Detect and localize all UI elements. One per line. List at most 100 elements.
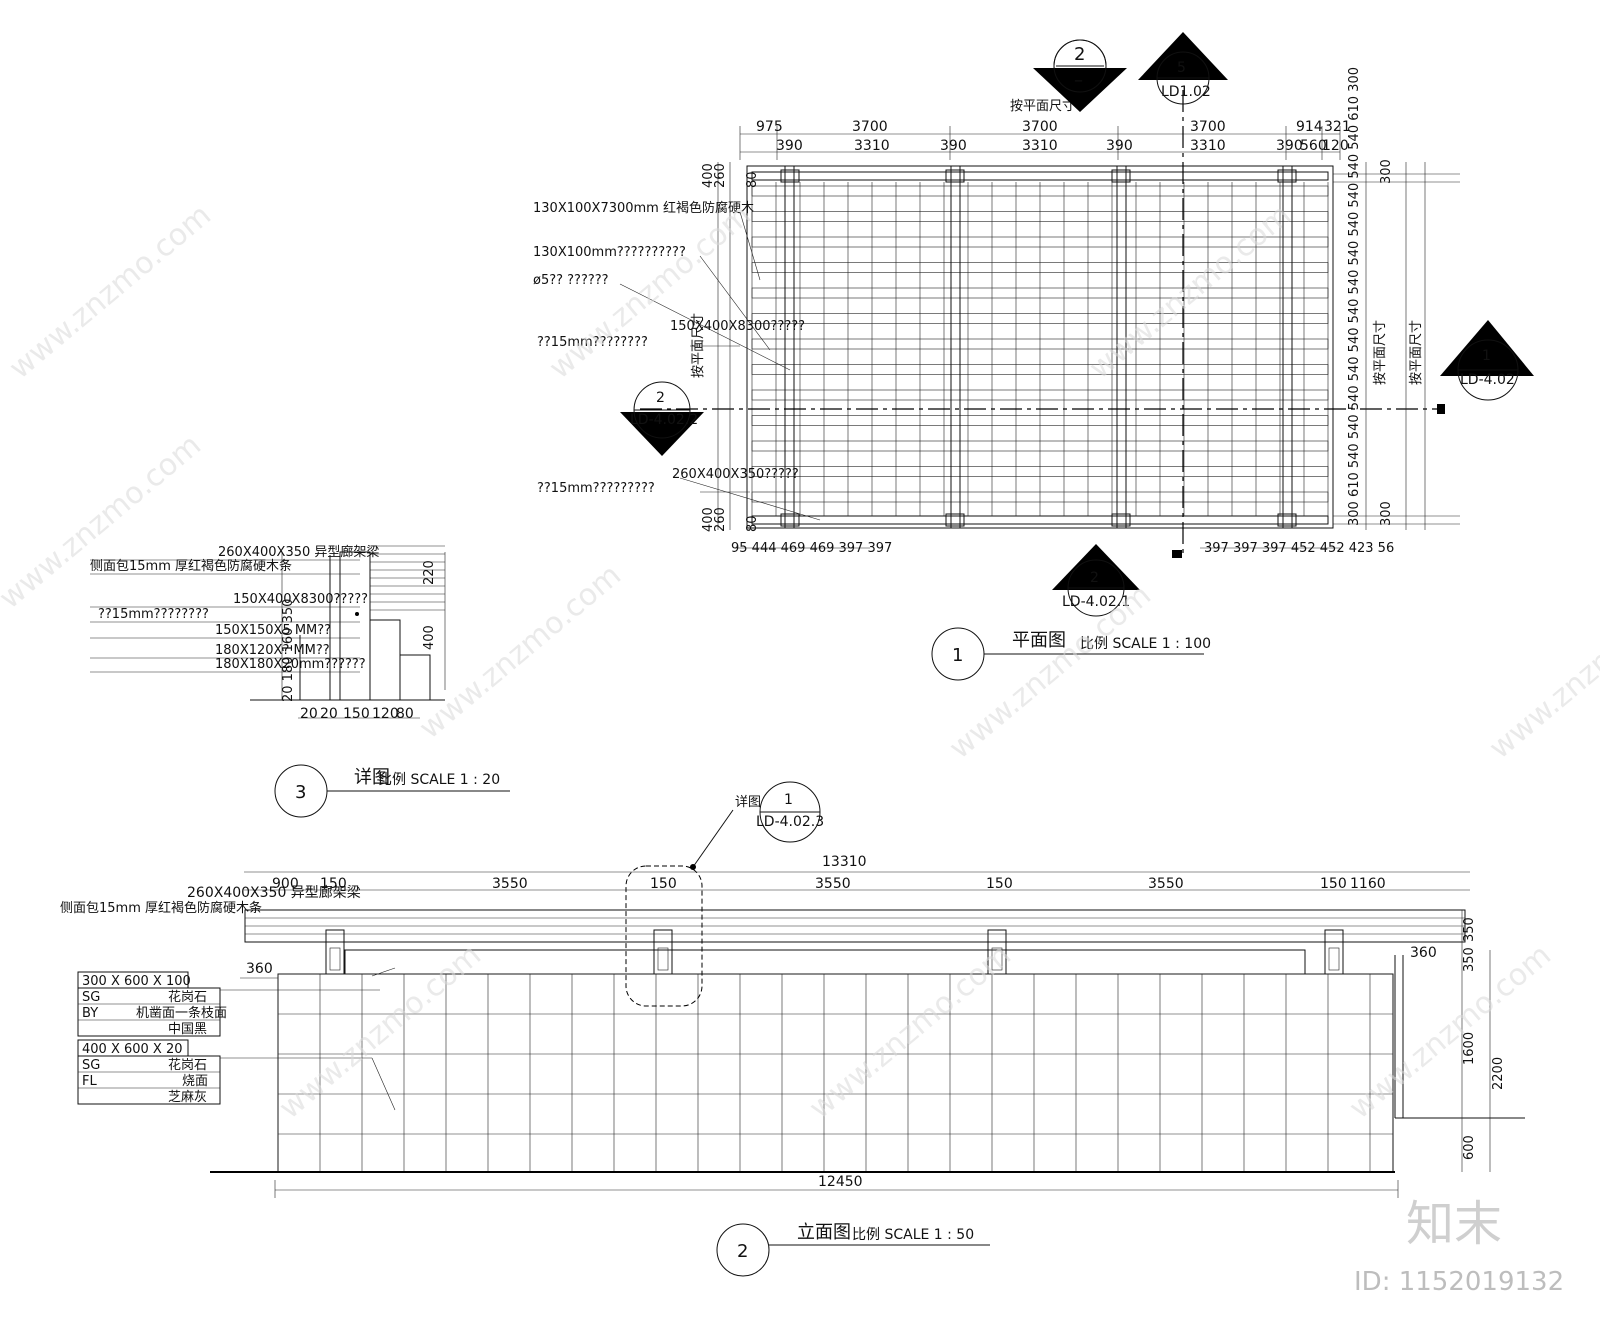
watermark-id: ID: 1152019132 <box>1354 1267 1564 1297</box>
plan-beam-1 <box>784 165 795 529</box>
elevation-total-top: 13310 <box>822 854 867 870</box>
plan-material-label: 130X100X7300mm 红褐色防腐硬木 <box>533 200 754 216</box>
elevation-top-dim: 150 <box>320 876 347 892</box>
elevation-title-block: 2 立面图 比例 SCALE 1 : 50 <box>716 1222 990 1277</box>
watermark-brand: 知末 <box>1406 1196 1502 1252</box>
detail-label: 150X150X5 MM?? <box>215 623 331 638</box>
plan-number: 1 <box>952 645 963 666</box>
plan-right-end-dim-bottom: 300 <box>1379 501 1394 526</box>
detail-label: ??15mm???????? <box>98 607 209 622</box>
svg-text:www.znzmo.com: www.znzmo.com <box>1343 938 1558 1127</box>
detail-label: 180X120X? MM?? <box>215 643 330 658</box>
plan-top-dim: 3700 <box>1190 119 1226 135</box>
elevation-beam-label: 260X400X350 异型廊架梁 <box>187 884 361 901</box>
plan-top-dim: 3310 <box>1190 138 1226 154</box>
detail-scale: 比例 SCALE 1 : 20 <box>378 772 500 788</box>
svg-text:LD-4.02.3: LD-4.02.3 <box>756 814 824 830</box>
plan-top-dim: 975 <box>756 119 783 135</box>
plan-right-note-1: 按平面尺寸 <box>1373 320 1388 385</box>
plan-top-dim: 390 <box>1106 138 1133 154</box>
plan-top-dim: 560 <box>1300 138 1327 154</box>
plan-callout-top-a[interactable]: 2 – <box>1033 39 1127 112</box>
elevation-right-dim-3: 360 <box>1410 945 1437 961</box>
plan-top-beam <box>751 171 1329 181</box>
elevation-top-dim: 3550 <box>815 876 851 892</box>
detail-bottom-dim: 120 <box>372 706 399 722</box>
elevation-top-dim: 150 <box>650 876 677 892</box>
elevation-top-dim: 150 <box>1320 876 1347 892</box>
plan-callout-top-b[interactable]: 5 LD1.02 <box>1138 32 1228 105</box>
elevation-scale: 比例 SCALE 1 : 50 <box>852 1227 974 1243</box>
svg-text:LD-4.02.2: LD-4.02.2 <box>630 412 698 428</box>
svg-text:–: – <box>1074 70 1083 91</box>
plan-beam-3 <box>1116 165 1127 529</box>
detail-title: 详图 <box>354 767 390 788</box>
elevation-right-dim-4: 1600 <box>1462 1032 1477 1065</box>
plan-right-end-dim-top: 300 <box>1379 159 1394 184</box>
svg-text:LD-4.02: LD-4.02 <box>1460 372 1515 388</box>
plan-left-dim: 400 <box>701 163 716 188</box>
material-table-2: 400 X 600 X 20 SG 花岗石 FL 烧面 芝麻灰 <box>77 1039 396 1111</box>
elevation-callout[interactable]: 详图 1 LD-4.02.3 <box>735 781 824 843</box>
plan-material-label: 130X100mm?????????? <box>533 245 686 260</box>
plan-grid <box>751 182 1329 516</box>
elevation-top-dim: 3550 <box>1148 876 1184 892</box>
plan-beam-2 <box>950 165 961 529</box>
elevation-number: 2 <box>737 1241 748 1262</box>
plan-bottom-beam <box>751 515 1329 525</box>
plan-top-dim: 3310 <box>1022 138 1058 154</box>
plan-material-label: ??15mm???????? <box>537 335 648 350</box>
elevation-top-dim: 3550 <box>492 876 528 892</box>
elevation-side-label: 侧面包15mm 厚红褐色防腐硬木条 <box>60 900 262 916</box>
detail-label: 侧面包15mm 厚红褐色防腐硬木条 <box>90 558 292 574</box>
svg-text:LD-4.02.1: LD-4.02.1 <box>1062 594 1130 610</box>
plan-top-dim: 3700 <box>1022 119 1058 135</box>
svg-text:300 X 600 X 100: 300 X 600 X 100 <box>82 974 191 989</box>
svg-text:机凿面一条枝面: 机凿面一条枝面 <box>136 1005 227 1021</box>
plan-callout-bottom[interactable]: 2 LD-4.02.1 <box>1052 544 1140 617</box>
detail-slats <box>370 545 445 611</box>
svg-text:www.znzmo.com: www.znzmo.com <box>803 938 1018 1127</box>
svg-text:详图: 详图 <box>735 795 761 810</box>
svg-text:www.znzmo.com: www.znzmo.com <box>1483 578 1600 767</box>
plan-title-block: 1 平面图 比例 SCALE 1 : 100 <box>931 627 1211 681</box>
elevation-title: 立面图 <box>797 1222 851 1243</box>
plan-callout-right[interactable]: 1 LD-4.02 <box>1440 320 1534 401</box>
plan-top-note: 按平面尺寸 <box>1010 99 1075 114</box>
plan-right-dims: 300 610 540 540 540 540 540 540 540 540 … <box>1347 67 1362 526</box>
plan-left-side-note: 按平面尺寸 <box>691 313 706 378</box>
svg-text:FL: FL <box>82 1074 97 1089</box>
elevation-right-dim-1: 350 <box>1462 917 1477 942</box>
plan-left-dim: 260 <box>713 163 728 188</box>
plan-callout-left[interactable]: 2 LD-4.02.2 <box>620 381 704 456</box>
svg-text:www.znzmo.com: www.znzmo.com <box>273 938 488 1127</box>
elevation-top-dim: 900 <box>272 876 299 892</box>
detail-dims-left: 20 180 160 350 <box>281 599 296 702</box>
detail-bottom-dim: 20 <box>300 706 318 722</box>
svg-text:www.znzmo.com: www.znzmo.com <box>943 578 1158 767</box>
plan-scale: 比例 SCALE 1 : 100 <box>1080 636 1211 652</box>
svg-text:花岗石: 花岗石 <box>168 1057 207 1073</box>
detail-bottom-dim: 150 <box>343 706 370 722</box>
plan-top-dim: 390 <box>776 138 803 154</box>
detail-label: 260X400X350 异型廊架梁 <box>218 544 379 560</box>
plan-outline <box>746 165 1334 529</box>
plan-left-dim: 80 <box>745 171 760 188</box>
elevation-wall-grid <box>277 973 1393 1172</box>
svg-text:中国黑: 中国黑 <box>168 1022 207 1037</box>
plan-left-dim: 80 <box>745 515 760 532</box>
plan-top-dim: 3700 <box>852 119 888 135</box>
svg-text:LD1.02: LD1.02 <box>1161 84 1211 100</box>
svg-text:BY: BY <box>82 1006 98 1021</box>
elevation-detail-region[interactable] <box>625 865 703 1007</box>
plan-left-dim: 260 <box>713 507 728 532</box>
elevation-right-dim-6: 600 <box>1462 1135 1477 1160</box>
